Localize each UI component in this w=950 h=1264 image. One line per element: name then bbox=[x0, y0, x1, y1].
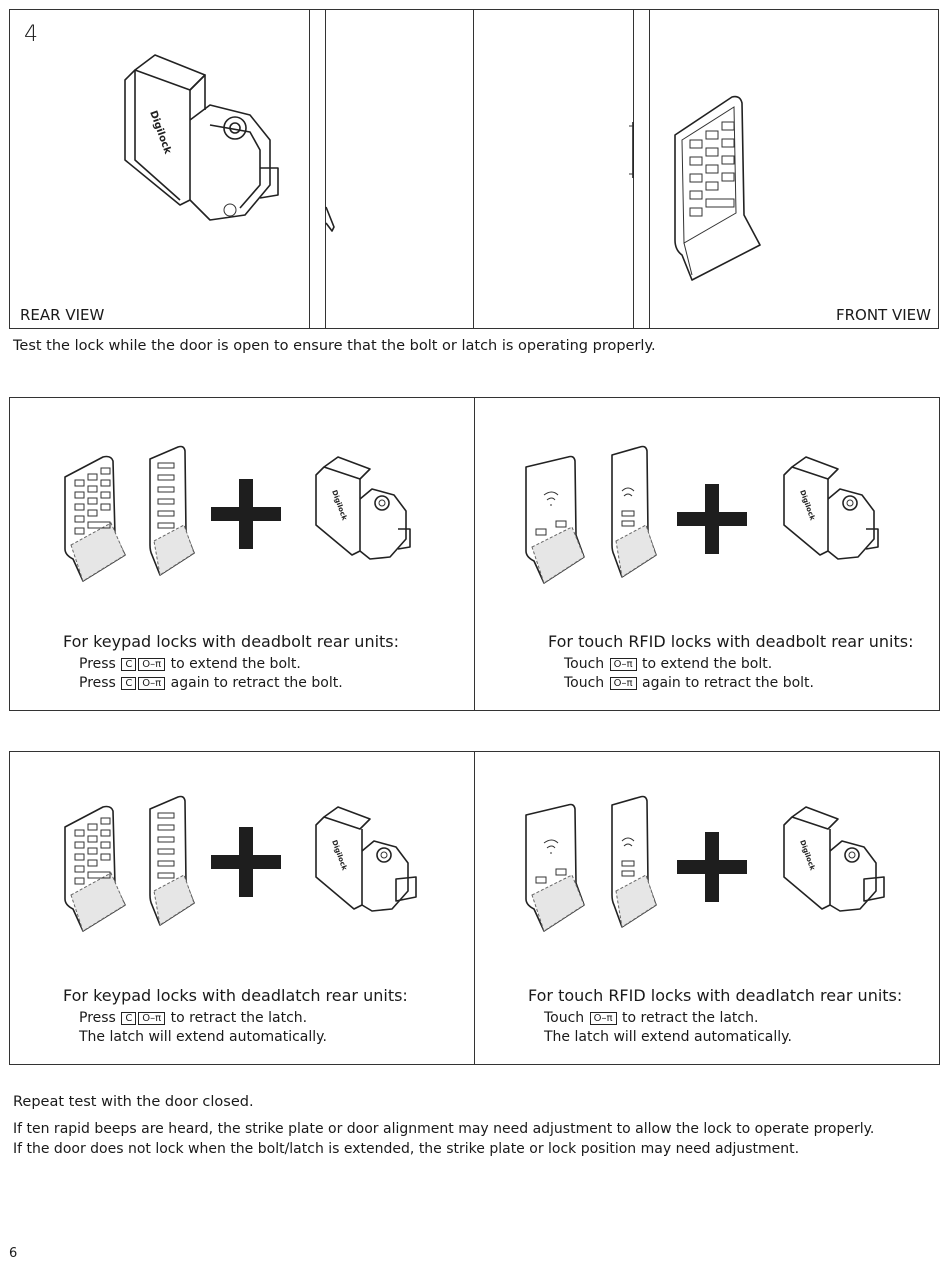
rear-view-label: REAR VIEW bbox=[20, 306, 105, 324]
bolt-tip-icon bbox=[325, 206, 335, 232]
page-number: 6 bbox=[9, 1246, 18, 1261]
rfid-front-unit-icon bbox=[525, 803, 585, 932]
keypad-slim-unit-icon bbox=[149, 445, 195, 576]
door-edge-line bbox=[649, 9, 650, 329]
instruction-suffix: to retract the latch. bbox=[622, 1010, 759, 1026]
front-view-label: FRONT VIEW bbox=[835, 306, 931, 324]
rear-unit-illustration: Digilock bbox=[124, 54, 279, 221]
top-illustration-panel bbox=[9, 9, 939, 329]
repeat-text: Repeat test with the door closed. bbox=[13, 1094, 254, 1110]
panel-divider bbox=[474, 397, 475, 711]
key-icon: O–π bbox=[589, 1012, 617, 1025]
panel-title: For keypad locks with deadlatch rear uni… bbox=[63, 986, 408, 1005]
instruction-line: The latch will extend automatically. bbox=[79, 1029, 327, 1045]
plus-sign-icon bbox=[211, 479, 281, 549]
door-edge-line bbox=[473, 9, 474, 329]
plus-sign-icon bbox=[677, 832, 747, 902]
instruction-prefix: Press bbox=[79, 1010, 116, 1026]
keypad-front-unit-icon bbox=[64, 455, 126, 582]
key-icon: O–π bbox=[138, 1012, 166, 1025]
clear-key-icon: C bbox=[121, 677, 137, 690]
brand-text: Digilock bbox=[798, 489, 816, 522]
panel-title: For touch RFID locks with deadbolt rear … bbox=[548, 632, 914, 651]
panel-title: For touch RFID locks with deadlatch rear… bbox=[528, 986, 903, 1005]
front-bolt-stub-icon bbox=[629, 122, 634, 178]
brand-text: Digilock bbox=[798, 839, 816, 872]
key-icon: O–π bbox=[138, 677, 166, 690]
test-open-text: Test the lock while the door is open to … bbox=[13, 338, 656, 354]
clear-key-icon: C bbox=[121, 658, 137, 671]
rfid-slim-unit-icon bbox=[611, 795, 657, 928]
instruction-suffix: to retract the latch. bbox=[170, 1010, 308, 1026]
instruction-prefix: Touch bbox=[544, 1010, 585, 1026]
instruction-line: Touch O–π to extend the bolt. bbox=[564, 655, 772, 675]
panel-divider bbox=[474, 751, 475, 1065]
brand-text: Digilock bbox=[330, 839, 348, 872]
instruction-prefix: Press bbox=[79, 656, 116, 672]
instruction-prefix: Press bbox=[79, 675, 116, 691]
instruction-suffix: to extend the bolt. bbox=[642, 656, 773, 672]
step-number: 4 bbox=[24, 22, 38, 47]
key-icon: O–π bbox=[609, 677, 637, 690]
instruction-suffix: to extend the bolt. bbox=[170, 656, 301, 672]
instruction-line: Touch O–π again to retract the bolt. bbox=[564, 674, 814, 694]
key-icon: O–π bbox=[609, 658, 637, 671]
door-edge-line bbox=[309, 9, 310, 329]
deadlatch-rear-unit-icon: Digilock bbox=[783, 806, 885, 912]
brand-text: Digilock bbox=[330, 489, 348, 522]
plus-sign-icon bbox=[677, 484, 747, 554]
deadbolt-rear-unit-icon: Digilock bbox=[315, 456, 411, 560]
panel-title: For keypad locks with deadbolt rear unit… bbox=[63, 632, 400, 651]
deadlatch-rear-unit-icon: Digilock bbox=[315, 806, 417, 912]
rfid-slim-unit-icon bbox=[611, 445, 657, 578]
instruction-line: Touch O–π to retract the latch. bbox=[544, 1009, 758, 1029]
door-edge-line bbox=[325, 9, 326, 329]
door-text: If the door does not lock when the bolt/… bbox=[13, 1141, 800, 1157]
keypad-slim-unit-icon bbox=[149, 795, 195, 926]
beeps-text: If ten rapid beeps are heard, the strike… bbox=[13, 1121, 875, 1137]
instruction-prefix: Touch bbox=[564, 675, 605, 691]
instruction-suffix: again to retract the bolt. bbox=[642, 675, 814, 691]
clear-key-icon: C bbox=[121, 1012, 137, 1025]
instruction-line: The latch will extend automatically. bbox=[544, 1029, 792, 1045]
rfid-front-unit-icon bbox=[525, 455, 585, 584]
front-keypad-illustration bbox=[674, 95, 761, 281]
instruction-prefix: Touch bbox=[564, 656, 605, 672]
brand-text: Digilock bbox=[147, 109, 173, 156]
instruction-suffix: again to retract the bolt. bbox=[170, 675, 343, 691]
key-icon: O–π bbox=[138, 658, 166, 671]
keypad-front-unit-icon bbox=[64, 805, 126, 932]
plus-sign-icon bbox=[211, 827, 281, 897]
deadbolt-rear-unit-icon: Digilock bbox=[783, 456, 879, 560]
